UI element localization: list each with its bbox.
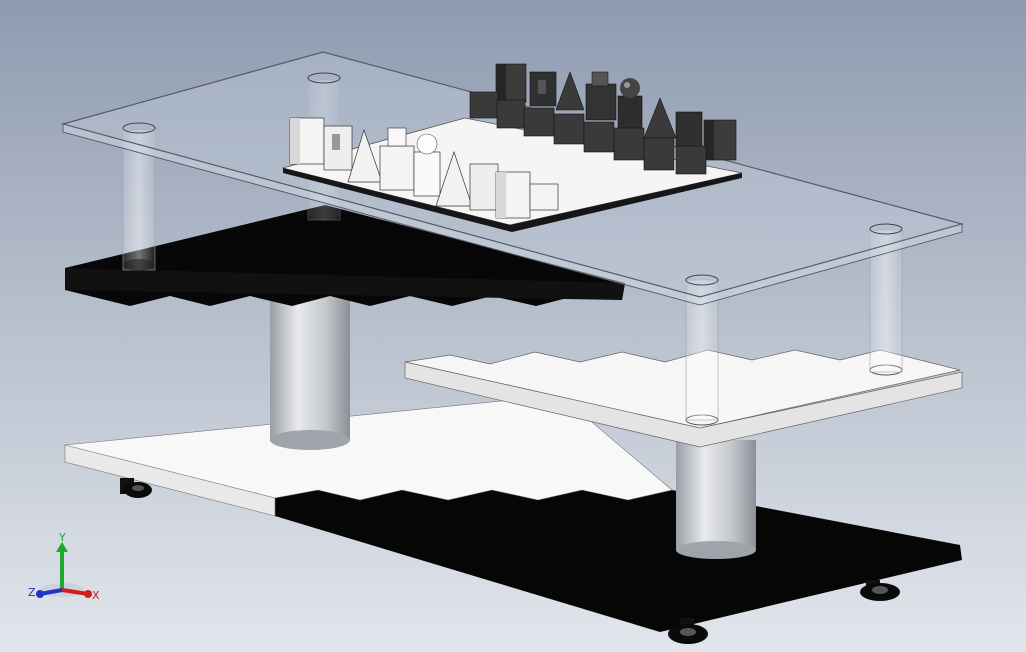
caster-wheel bbox=[120, 478, 152, 498]
leg-hole bbox=[307, 72, 341, 84]
black-rook bbox=[495, 63, 527, 103]
leg-hole bbox=[869, 223, 903, 235]
z-axis-label: Z bbox=[28, 586, 36, 599]
base-platform-white-edge bbox=[64, 444, 276, 517]
base-platform-black-top bbox=[275, 490, 962, 632]
white-knight bbox=[469, 163, 499, 211]
black-pieces[interactable] bbox=[469, 63, 737, 175]
white-pawns bbox=[529, 183, 559, 211]
black-queen bbox=[617, 78, 643, 131]
white-queen bbox=[413, 133, 441, 197]
x-tip-icon bbox=[84, 590, 92, 598]
base-platform-white-top bbox=[64, 394, 673, 501]
view-orientation-triad[interactable]: Y X Z bbox=[22, 532, 112, 612]
white-pieces[interactable] bbox=[289, 117, 559, 219]
white-bishop bbox=[347, 128, 383, 183]
white-rook bbox=[289, 117, 325, 165]
white-king bbox=[379, 127, 415, 191]
caster-wheel bbox=[668, 618, 708, 644]
z-tip-icon bbox=[36, 590, 44, 598]
caster-wheel bbox=[860, 580, 900, 601]
right-column[interactable] bbox=[676, 440, 756, 559]
white-bishop bbox=[435, 150, 473, 207]
white-rook bbox=[495, 171, 531, 219]
x-axis-label: X bbox=[92, 589, 100, 602]
tabletop-edge bbox=[62, 123, 963, 306]
black-pawns bbox=[469, 91, 707, 175]
black-knight bbox=[529, 71, 557, 107]
x-axis-icon bbox=[61, 588, 89, 596]
white-shelf-edge bbox=[404, 361, 963, 448]
center-column[interactable] bbox=[270, 290, 350, 450]
base-platform[interactable] bbox=[64, 394, 962, 632]
y-arrow-icon bbox=[56, 542, 68, 552]
leg-hole bbox=[685, 274, 719, 286]
leg-hole bbox=[122, 122, 156, 134]
black-zigzag-shelf[interactable] bbox=[65, 205, 625, 306]
black-bishop bbox=[555, 71, 585, 111]
white-knight bbox=[323, 125, 353, 171]
black-king bbox=[585, 71, 617, 121]
black-shelf-edge bbox=[65, 268, 625, 300]
caster-wheels bbox=[120, 478, 900, 644]
black-rook bbox=[703, 119, 737, 161]
black-knight bbox=[675, 111, 703, 149]
y-axis-label: Y bbox=[58, 532, 66, 544]
